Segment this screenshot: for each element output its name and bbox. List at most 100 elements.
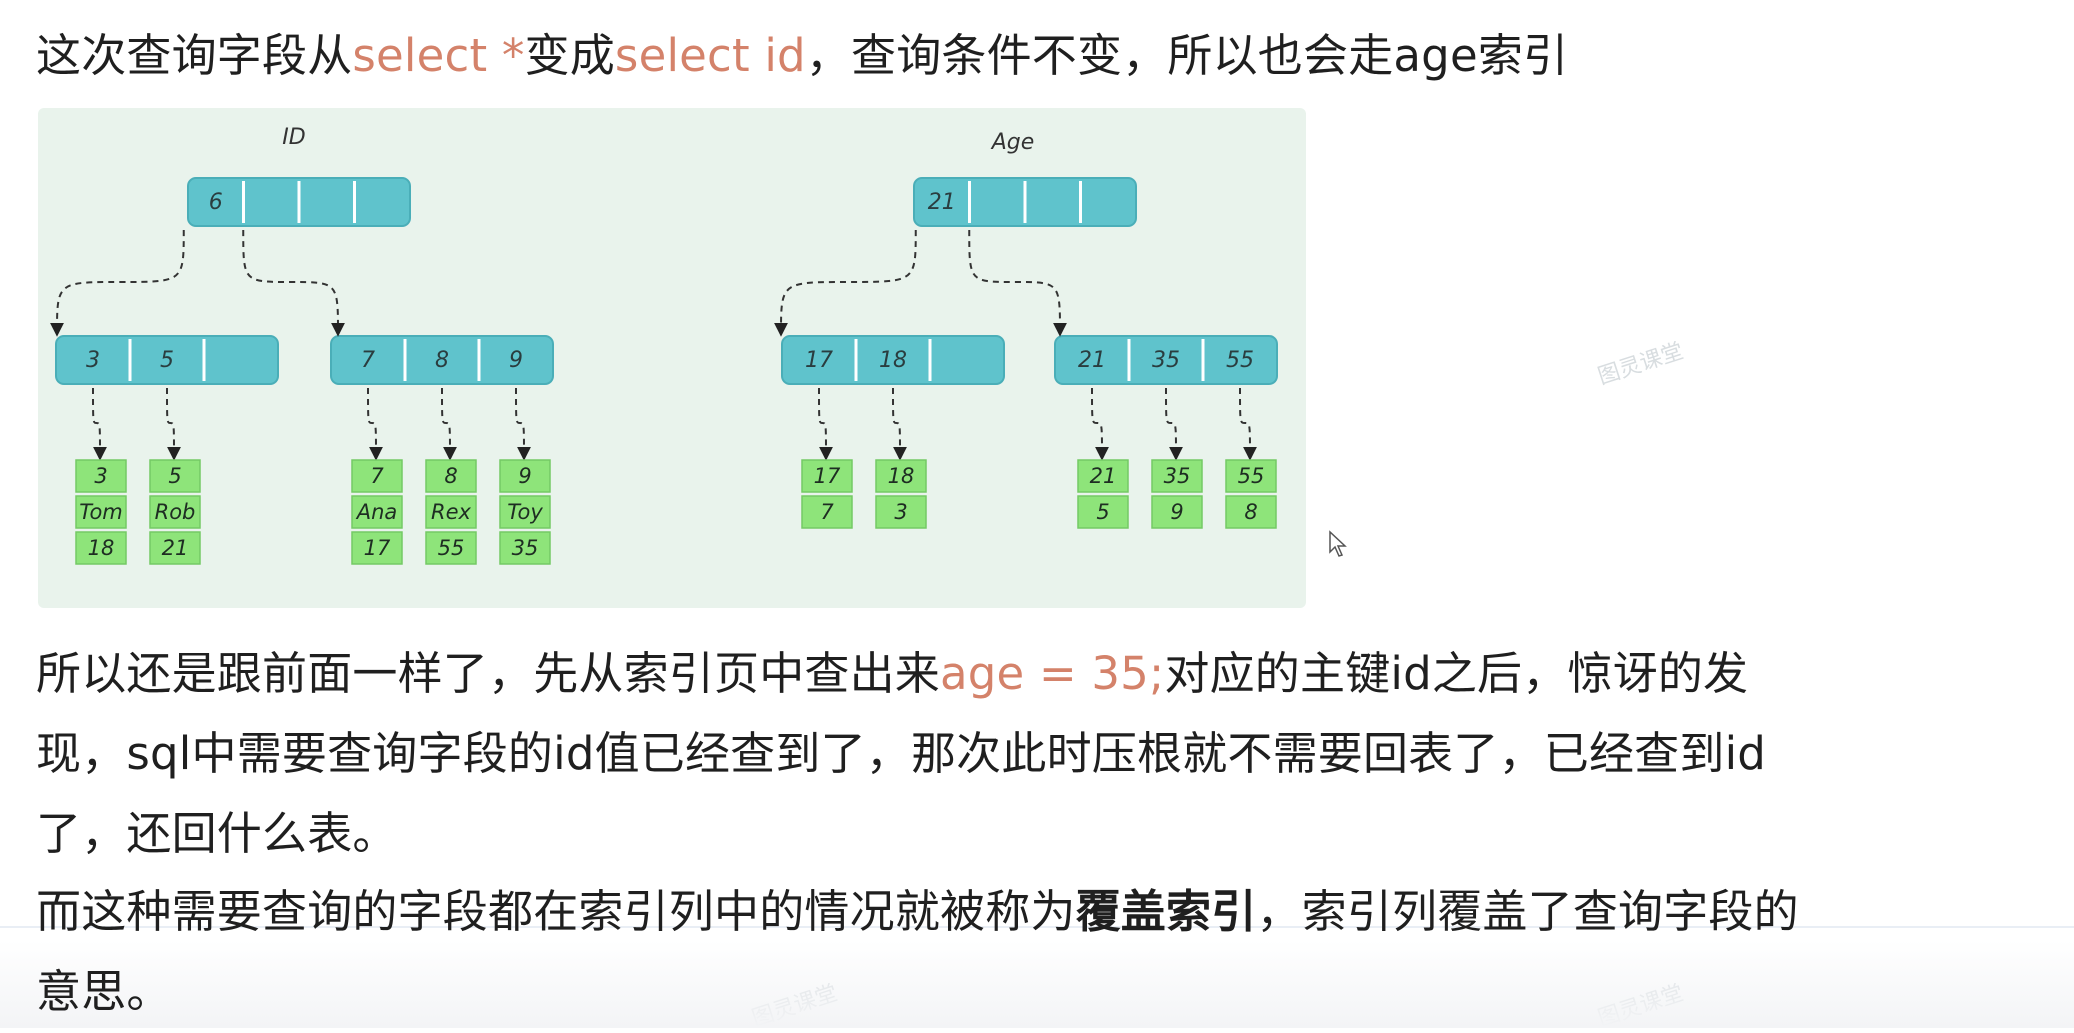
age-leaf-cell — [1151, 495, 1203, 529]
intro-text-3: ，查询条件不变，所以也会走age索引 — [805, 29, 1569, 82]
id-leaf-value: 35 — [512, 536, 539, 560]
id-leaf-value: 21 — [162, 536, 189, 560]
age-level1-node-key: 21 — [1078, 348, 1106, 373]
intro-text-1: 这次查询字段从 — [36, 29, 353, 82]
id-level1-node-box — [330, 335, 554, 385]
age-level1-node-box — [781, 335, 1005, 385]
age-level1-node — [1054, 335, 1278, 385]
covering-line-2: 意思。 — [36, 965, 172, 1018]
id-leaf-cell — [499, 495, 551, 529]
id-leaf-value: 8 — [444, 464, 457, 488]
id-root-node-key: 6 — [209, 190, 223, 215]
id-tree-edge — [367, 387, 383, 461]
covering-index-paragraph: 而这种需要查询的字段都在索引列中的情况就被称为覆盖索引，索引列覆盖了查询字段的意… — [36, 872, 1799, 1032]
id-leaf-value: 55 — [438, 536, 465, 560]
id-leaf-cell — [149, 459, 201, 493]
id-level1-node — [55, 335, 279, 385]
id-root-node — [187, 177, 411, 227]
id-level1-node-box — [55, 335, 279, 385]
age-tree-edge — [1091, 387, 1109, 461]
bottom-fade — [0, 940, 2074, 1028]
id-leaf-cell — [351, 459, 403, 493]
age-level1-node-key: 55 — [1226, 348, 1254, 373]
id-leaf-value: 3 — [94, 464, 107, 488]
id-level1-node-key: 9 — [509, 348, 523, 373]
age-level1-node-box — [1054, 335, 1278, 385]
code-age-35: age = 35; — [940, 647, 1165, 700]
age-tree-edge — [774, 229, 917, 337]
intro-paragraph: 这次查询字段从select *变成select id，查询条件不变，所以也会走a… — [36, 16, 1568, 96]
age-tree-edge — [892, 387, 907, 461]
id-tree-edge — [50, 229, 185, 337]
age-tree-edge — [968, 229, 1067, 337]
id-leaf-cell — [351, 495, 403, 529]
id-leaf-value: Ana — [355, 500, 398, 524]
age-leaf-value: 35 — [1164, 464, 1191, 488]
age-leaf-cell — [1077, 459, 1129, 493]
age-level1-node-key: 18 — [879, 348, 907, 373]
id-leaf-value: Toy — [507, 500, 543, 524]
watermark: 图灵课堂 — [1595, 338, 1687, 390]
covering-line-1a: 而这种需要查询的字段都在索引列中的情况就被称为 — [36, 885, 1076, 938]
id-leaf-value: Rob — [155, 500, 196, 524]
age-leaf-value: 8 — [1244, 500, 1257, 524]
explanation-line-1a: 所以还是跟前面一样了，先从索引页中查出来 — [36, 647, 941, 700]
id-level1-node-key: 7 — [361, 348, 375, 373]
id-leaf-cell — [149, 495, 201, 529]
id-tree-title: ID — [282, 125, 305, 150]
covering-line-1b: ，索引列覆盖了查询字段的 — [1256, 885, 1799, 938]
age-leaf-value: 21 — [1090, 464, 1117, 488]
explanation-line-2: 现，sql中需要查询字段的id值已经查到了，那次此时压根就不需要回表了，已经查到… — [36, 727, 1767, 780]
age-leaf-cell — [1225, 459, 1277, 493]
id-leaf-cell — [425, 495, 477, 529]
age-leaf-value: 18 — [888, 464, 915, 488]
age-tree-title: Age — [990, 130, 1035, 155]
id-leaf-cell — [75, 459, 127, 493]
age-leaf-value: 9 — [1170, 500, 1183, 524]
id-tree-edge — [242, 229, 345, 337]
id-leaf-value: Tom — [79, 500, 123, 524]
id-leaf-cell — [75, 495, 127, 529]
id-level1-node-key: 3 — [86, 348, 100, 373]
id-leaf-cell — [351, 531, 403, 565]
id-tree-edge — [515, 387, 531, 461]
age-level1-node-key: 17 — [805, 348, 833, 373]
age-leaf-cell — [801, 495, 853, 529]
id-tree-edge — [166, 387, 181, 461]
age-level1-node-key: 35 — [1152, 348, 1180, 373]
code-select-id: select id — [614, 29, 806, 82]
age-tree-edge — [818, 387, 833, 461]
explanation-line-1b: 对应的主键id之后，惊讶的发 — [1164, 647, 1749, 700]
id-leaf-cell — [75, 531, 127, 565]
age-leaf-value: 5 — [1096, 500, 1109, 524]
age-tree-edge — [1239, 387, 1257, 461]
age-leaf-value: 3 — [894, 500, 907, 524]
age-level1-node — [781, 335, 1005, 385]
age-root-node — [913, 177, 1137, 227]
age-leaf-cell — [875, 495, 927, 529]
id-level1-node — [330, 335, 554, 385]
age-leaf-cell — [1077, 495, 1129, 529]
id-leaf-value: 18 — [88, 536, 115, 560]
id-level1-node-key: 8 — [435, 348, 449, 373]
term-covering-index: 覆盖索引 — [1075, 885, 1257, 938]
id-leaf-cell — [499, 531, 551, 565]
id-leaf-cell — [425, 531, 477, 565]
id-leaf-cell — [425, 459, 477, 493]
divider-line — [0, 926, 2074, 928]
intro-text-2: 变成 — [524, 29, 615, 82]
code-select-star: select * — [352, 29, 525, 82]
id-leaf-value: 17 — [364, 536, 391, 560]
id-leaf-value: Rex — [431, 500, 472, 524]
age-root-node-key: 21 — [928, 190, 956, 215]
age-leaf-value: 17 — [814, 464, 841, 488]
age-leaf-cell — [875, 459, 927, 493]
id-leaf-value: 7 — [370, 464, 384, 488]
explanation-paragraph: 所以还是跟前面一样了，先从索引页中查出来age = 35;对应的主键id之后，惊… — [36, 634, 1766, 874]
id-leaf-cell — [499, 459, 551, 493]
age-leaf-value: 7 — [820, 500, 834, 524]
id-tree-edge — [92, 387, 107, 461]
id-tree-edge — [441, 387, 457, 461]
